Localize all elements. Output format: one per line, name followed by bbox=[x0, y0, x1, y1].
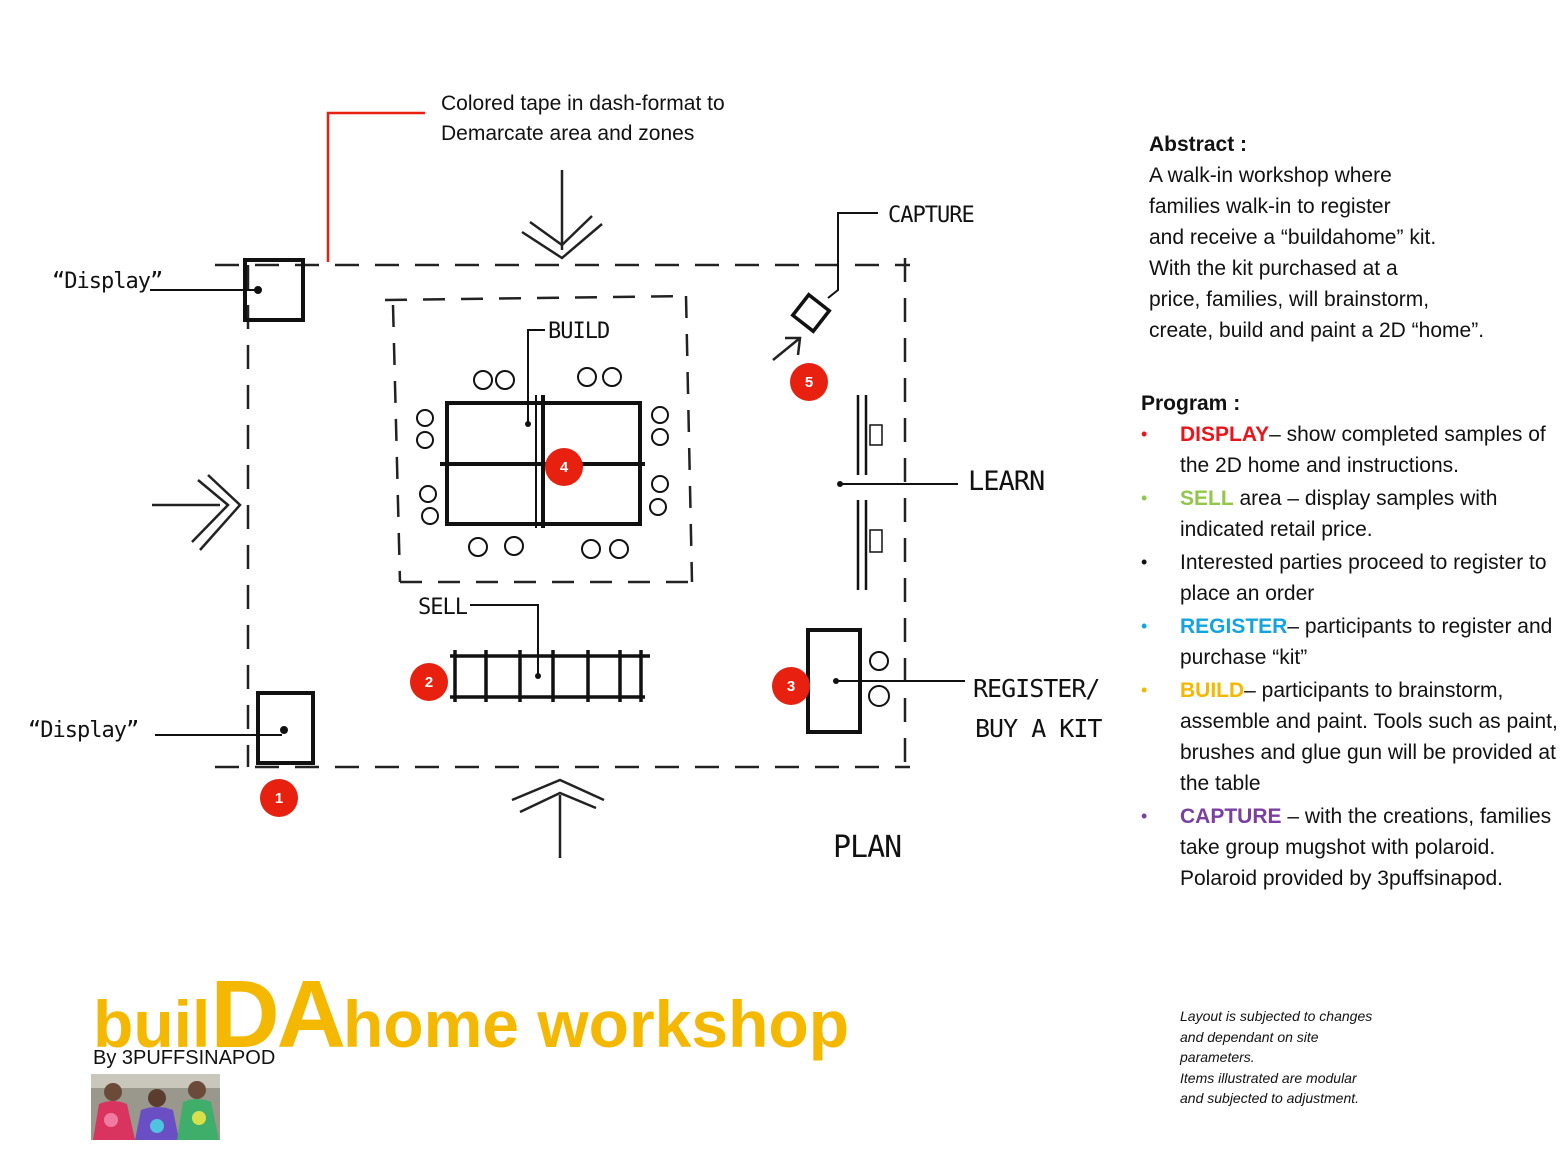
program-description: – participants to brainstorm, assemble a… bbox=[1180, 679, 1558, 795]
build-tables bbox=[440, 395, 645, 528]
program-item: • Interested parties proceed to register … bbox=[1141, 547, 1561, 609]
build-leader bbox=[527, 329, 545, 424]
outer-dashed-boundary bbox=[215, 258, 910, 769]
label-sell: SELL bbox=[418, 595, 468, 620]
program-heading: Program : bbox=[1141, 392, 1241, 415]
program-description: Interested parties proceed to register t… bbox=[1180, 551, 1547, 605]
build-stools bbox=[416, 367, 669, 559]
bullet-icon: • bbox=[1141, 680, 1148, 700]
bullet-icon: • bbox=[1141, 806, 1148, 826]
disclaimer-line: and dependant on site bbox=[1180, 1028, 1319, 1045]
capture-polaroid-icon bbox=[790, 292, 832, 334]
marker-3: 3 bbox=[772, 667, 810, 705]
abstract-section: Abstract : A walk-in workshop where fami… bbox=[1149, 129, 1559, 346]
program-item: • SELL area – display samples with indica… bbox=[1141, 483, 1561, 545]
arrow-bottom-icon bbox=[511, 778, 605, 858]
bullet-icon: • bbox=[1141, 488, 1148, 508]
svg-text:3: 3 bbox=[787, 678, 795, 695]
label-capture: CAPTURE bbox=[888, 203, 974, 228]
label-learn: LEARN bbox=[968, 466, 1044, 497]
tape-leader-line bbox=[326, 111, 425, 262]
arrow-top-icon bbox=[521, 170, 603, 260]
program-description: area – display samples with indicated re… bbox=[1180, 487, 1498, 541]
label-build: BUILD bbox=[548, 319, 609, 344]
workshop-title: builDAhome workshop bbox=[93, 967, 850, 1067]
program-section: Program : • DISPLAY– show completed sampl… bbox=[1141, 388, 1561, 896]
sell-counter bbox=[450, 650, 650, 702]
bullet-icon: • bbox=[1141, 616, 1148, 636]
program-description: – participants to register and purchase … bbox=[1180, 615, 1553, 669]
layout-disclaimer: Layout is subjected to changes and depen… bbox=[1180, 1006, 1440, 1109]
title-part-3: home workshop bbox=[342, 987, 850, 1061]
team-photo bbox=[91, 1074, 220, 1140]
learn-boards bbox=[856, 395, 883, 590]
marker-2: 2 bbox=[410, 663, 448, 701]
svg-text:5: 5 bbox=[805, 374, 813, 391]
tape-annotation-line1: Colored tape in dash-format to bbox=[441, 92, 725, 115]
program-keyword: REGISTER bbox=[1180, 615, 1288, 638]
bullet-icon: • bbox=[1141, 552, 1148, 572]
disclaimer-line: parameters. bbox=[1180, 1049, 1255, 1065]
program-keyword: BUILD bbox=[1180, 679, 1245, 702]
label-buy-a-kit: BUY A KIT bbox=[975, 714, 1102, 743]
tape-annotation-line2: Demarcate area and zones bbox=[441, 122, 695, 145]
abstract-line: and receive a “buildahome” kit. bbox=[1149, 226, 1437, 249]
marker-4: 4 bbox=[545, 448, 583, 486]
program-keyword: CAPTURE bbox=[1180, 805, 1282, 828]
program-item: • BUILD– participants to brainstorm, asse… bbox=[1141, 675, 1561, 799]
program-list: • DISPLAY– show completed samples of the … bbox=[1141, 419, 1561, 894]
program-item: • REGISTER– participants to register and … bbox=[1141, 611, 1561, 673]
label-register: REGISTER/ bbox=[973, 674, 1099, 703]
svg-text:4: 4 bbox=[560, 459, 569, 476]
register-stools bbox=[868, 651, 890, 707]
label-display-bottom: “Display” bbox=[28, 718, 138, 743]
program-item: • DISPLAY– show completed samples of the … bbox=[1141, 419, 1561, 481]
abstract-line: families walk-in to register bbox=[1149, 195, 1391, 218]
capture-leader bbox=[827, 212, 878, 299]
program-description: – show completed samples of the 2D home … bbox=[1180, 423, 1546, 477]
inner-dashed-build-zone bbox=[384, 294, 695, 584]
disclaimer-line: Items illustrated are modular bbox=[1180, 1069, 1357, 1086]
title-part-1: buil bbox=[93, 987, 211, 1061]
title-part-2: DA bbox=[210, 961, 346, 1068]
marker-5: 5 bbox=[790, 363, 828, 401]
abstract-line: With the kit purchased at a bbox=[1149, 257, 1398, 280]
sell-leader bbox=[470, 604, 539, 676]
disclaimer-line: and subjected to adjustment. bbox=[1180, 1090, 1360, 1106]
entry-arrows bbox=[152, 170, 802, 858]
svg-text:1: 1 bbox=[275, 790, 283, 807]
abstract-line: price, families, will brainstorm, bbox=[1149, 288, 1430, 311]
bullet-icon: • bbox=[1141, 424, 1148, 444]
svg-text:2: 2 bbox=[425, 674, 433, 691]
program-item: • CAPTURE – with the creations, families … bbox=[1141, 801, 1561, 894]
display-box-bottom bbox=[256, 691, 315, 765]
abstract-line: A walk-in workshop where bbox=[1149, 164, 1392, 187]
tape-annotation: Colored tape in dash-format to Demarcate… bbox=[441, 89, 725, 149]
byline: By 3PUFFSINAPOD bbox=[93, 1047, 276, 1069]
arrow-corner-icon bbox=[772, 336, 802, 361]
label-plan: PLAN bbox=[833, 830, 901, 865]
label-display-top: “Display” bbox=[52, 269, 162, 294]
program-keyword: SELL bbox=[1180, 487, 1234, 510]
arrow-left-icon bbox=[152, 474, 242, 551]
disclaimer-line: Layout is subjected to changes bbox=[1180, 1008, 1373, 1024]
abstract-heading: Abstract : bbox=[1149, 133, 1248, 156]
program-description: – with the creations, families take grou… bbox=[1180, 805, 1552, 890]
program-keyword: DISPLAY bbox=[1180, 423, 1270, 446]
marker-1: 1 bbox=[260, 779, 298, 817]
abstract-line: create, build and paint a 2D “home”. bbox=[1149, 319, 1485, 342]
